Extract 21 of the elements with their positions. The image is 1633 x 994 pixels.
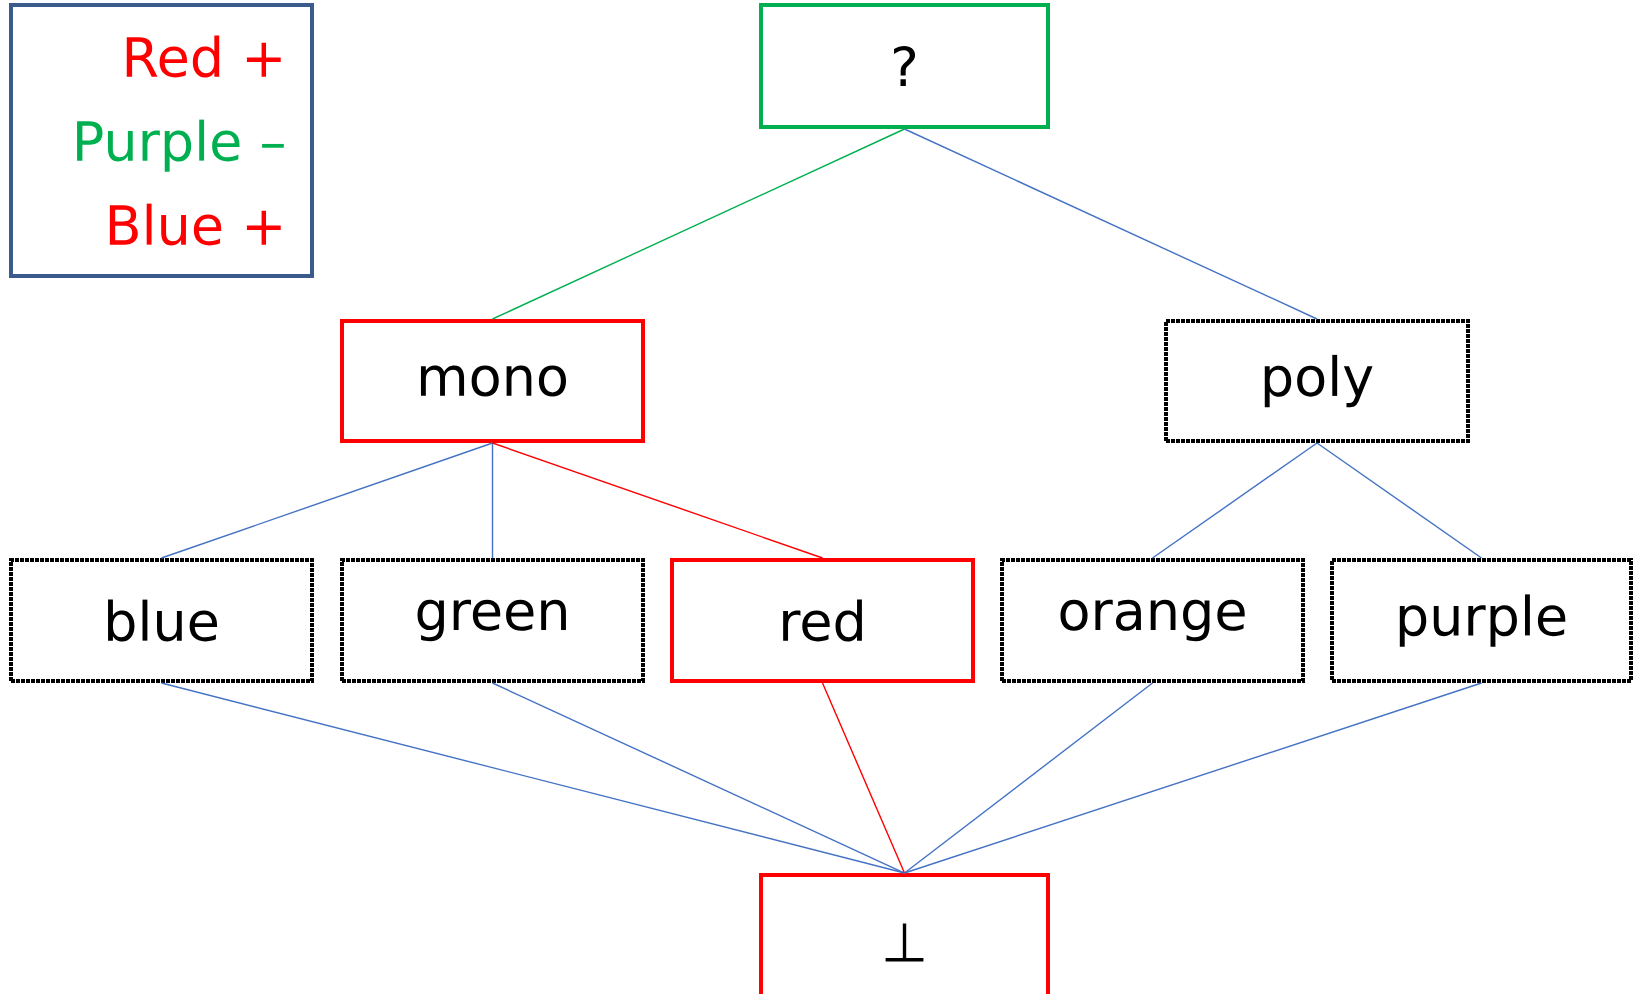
connector-line <box>491 442 824 559</box>
connector-line <box>903 682 1154 874</box>
connector-line <box>491 682 906 874</box>
node-box: green <box>340 558 645 683</box>
connector-line <box>821 682 906 874</box>
node-box: purple <box>1330 558 1633 683</box>
connector-line <box>903 128 1318 320</box>
key-box: Red + Purple – Blue + <box>9 3 314 278</box>
node-box: ⊥ <box>759 873 1050 994</box>
connector-line <box>1151 442 1318 559</box>
node-box: red <box>670 558 975 683</box>
connector-line <box>1316 442 1483 559</box>
node-box: blue <box>9 558 314 683</box>
node-box: orange <box>1000 558 1305 683</box>
node-box: ? <box>759 3 1050 129</box>
connector-line <box>491 128 906 320</box>
node-box: mono <box>340 319 645 443</box>
connector-line <box>491 442 494 559</box>
node-box: poly <box>1164 319 1470 443</box>
connector-line <box>903 682 1483 874</box>
connector-line <box>160 442 494 559</box>
